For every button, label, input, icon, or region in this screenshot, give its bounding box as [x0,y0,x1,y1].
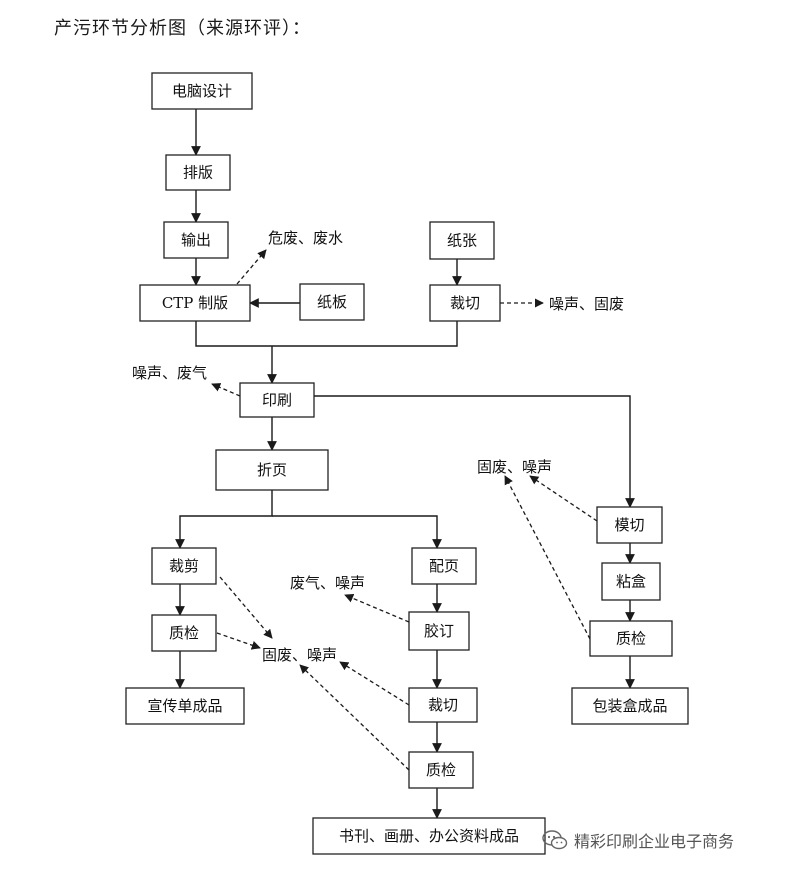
dash-glue-gas [344,593,410,623]
watermark-text: 精彩印刷企业电子商务 [574,832,735,851]
node-flyer-label: 宣传单成品 [147,697,222,715]
label-solid-noise-right: 固废、噪声 [477,458,552,476]
node-fold-label: 折页 [257,461,287,479]
node-cut1: 裁切 [429,284,501,322]
dash-diecut-solid [529,475,598,522]
edge-merge [195,321,458,347]
label-solid-noise-center: 固废、噪声 [262,646,337,664]
node-glue: 胶订 [408,611,470,651]
edge-print-diecut [314,395,635,508]
dash-cut2-solid [339,661,410,706]
node-collate-label: 配页 [429,557,459,575]
node-books: 书刊、画册、办公资料成品 [312,817,546,855]
watermark: 精彩印刷企业电子商务 [542,828,734,852]
node-print-label: 印刷 [262,391,292,409]
node-boxglue-label: 粘盒 [616,573,646,591]
label-noise-gas: 噪声、废气 [132,364,207,382]
wechat-icon [542,830,568,850]
label-noise-solid: 噪声、固废 [549,295,624,313]
dash-qc1-solid [216,632,261,650]
node-flyer: 宣传单成品 [125,687,245,725]
dash-ctp-hazard [236,249,267,285]
node-box-label: 包装盒成品 [592,697,667,715]
node-boxglue: 粘盒 [601,562,661,601]
dash-qc2-solid [299,664,410,771]
node-books-label: 书刊、画册、办公资料成品 [339,827,519,845]
dashed-edges [211,249,598,771]
node-glue-label: 胶订 [424,622,454,640]
dash-trim-solid [219,576,273,639]
node-design: 电脑设计 [151,72,253,110]
node-qc3-label: 质检 [616,630,646,648]
node-qc1: 质检 [151,614,217,652]
node-qc3: 质检 [589,620,673,657]
solid-edges [175,109,635,819]
edge-fold-trim [175,490,273,549]
node-box: 包装盒成品 [571,687,689,725]
node-layout-label: 排版 [183,164,213,182]
node-board-label: 纸板 [317,293,347,311]
node-layout: 排版 [165,154,231,191]
dash-print-noisegas [211,383,241,397]
node-cut2: 裁切 [408,687,478,723]
diagram-title: 产污环节分析图（来源环评）： [54,18,311,39]
node-cut1-label: 裁切 [450,294,480,312]
dash-qc3-solid [504,475,591,640]
label-hazard: 危废、废水 [268,229,343,247]
node-qc1-label: 质检 [169,624,199,642]
node-cut2-label: 裁切 [428,696,458,714]
node-trim: 裁剪 [151,547,217,585]
node-diecut: 模切 [596,506,663,544]
edge-fold-collate [272,515,442,549]
node-fold: 折页 [215,449,329,491]
node-collate: 配页 [411,547,477,585]
node-qc2-label: 质检 [426,761,456,779]
node-ctp-label: CTP 制版 [162,294,228,312]
node-print: 印刷 [239,382,315,418]
node-paper-label: 纸张 [447,232,477,250]
node-qc2: 质检 [408,751,474,789]
node-trim-label: 裁剪 [169,557,199,575]
label-gas-noise: 废气、噪声 [290,574,365,592]
node-diecut-label: 模切 [614,516,644,534]
node-output: 输出 [163,221,229,259]
node-paper: 纸张 [429,221,495,260]
node-ctp: CTP 制版 [139,284,251,322]
node-output-label: 输出 [181,231,211,249]
node-design-label: 电脑设计 [172,82,232,100]
node-board: 纸板 [299,283,365,321]
